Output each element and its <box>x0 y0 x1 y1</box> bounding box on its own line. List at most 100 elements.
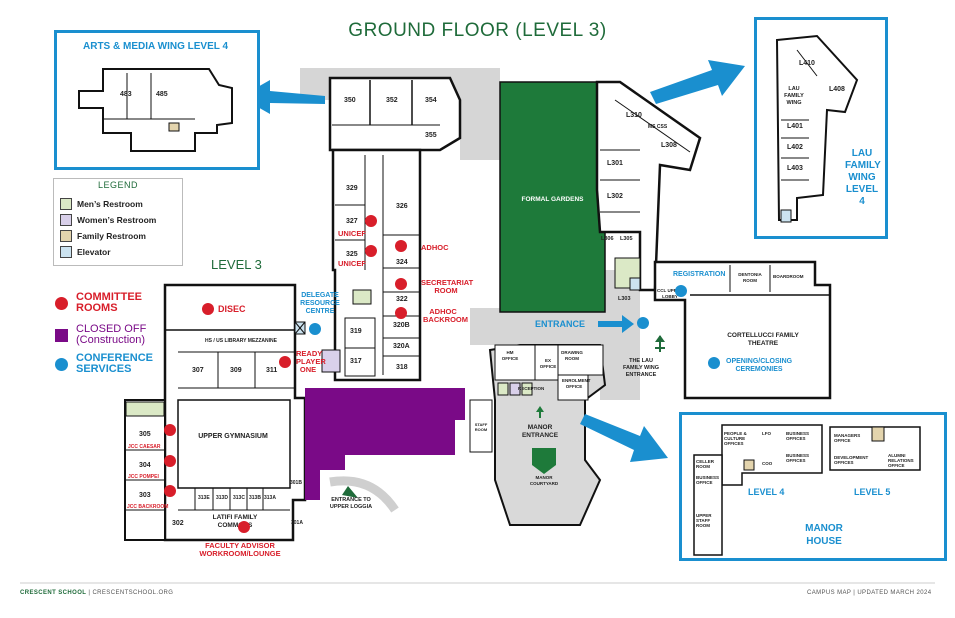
legend-family-label: Family Restroom <box>77 231 146 241</box>
room-329: 329 <box>346 185 358 192</box>
room-304: 304 <box>139 462 151 469</box>
legend-family: Family Restroom <box>60 230 146 242</box>
theatre-label: CORTELLUCCI FAMILY THEATRE <box>727 332 799 347</box>
faculty-advisor-pin <box>238 521 250 533</box>
room-l401: L401 <box>787 123 803 130</box>
jcc-backroom-label: JCC BACKROOM <box>127 504 169 510</box>
unicef-1-pin <box>365 215 377 227</box>
reception-label: RECEPTION <box>518 386 545 391</box>
ex-office-label: EX OFFICE <box>539 358 557 369</box>
legend-men-label: Men’s Restroom <box>77 199 143 209</box>
business-offices-label-2: BUSINESS OFFICES <box>786 453 810 463</box>
enrolment-office-label: ENROLMENT OFFICE <box>562 378 591 389</box>
conference-dot-icon <box>55 357 68 371</box>
legend-women: Women’s Restroom <box>60 214 156 226</box>
unicef-2-label: UNICEF <box>338 259 366 268</box>
key-closed: CLOSED OFF (Construction) <box>55 324 176 346</box>
family-restroom-swatch <box>60 230 72 242</box>
room-325: 325 <box>346 251 358 258</box>
boardroom-label: BOARDROOM <box>773 274 804 279</box>
arrow-to-manor-icon <box>580 414 668 462</box>
adhoc-label: ADHOC <box>421 243 449 252</box>
people-culture-label: PEOPLE & CULTURE OFFICES <box>724 431 747 446</box>
arrow-to-arts-wing-icon <box>240 80 325 114</box>
room-l305: L305 <box>620 236 633 242</box>
manor-house-inset: PEOPLE & CULTURE OFFICES LFO BUSINESS OF… <box>679 412 947 561</box>
arts-media-title: ARTS & MEDIA WING LEVEL 4 <box>83 41 229 52</box>
formal-gardens-area <box>499 81 606 313</box>
room-l306: L306 <box>601 236 614 242</box>
jcc-caesar-label: JCC CAESAR <box>128 444 161 450</box>
room-301b: 301B <box>290 480 302 486</box>
room-350: 350 <box>344 97 356 104</box>
entrance-pin <box>637 317 649 329</box>
room-311: 311 <box>266 367 278 374</box>
legend-men: Men’s Restroom <box>60 198 143 210</box>
celler-room-label: CELLER ROOM <box>696 459 714 469</box>
loggia-arrow-icon <box>342 486 358 498</box>
entrance-arrow-icon <box>598 315 634 333</box>
secretariat-pin <box>395 278 407 290</box>
lau-entrance-arrow-icon <box>655 335 665 342</box>
jcc-pompei-pin <box>164 455 176 467</box>
level-label: LEVEL 3 <box>211 257 262 272</box>
upper-staff-room-label: UPPER STAFF ROOM <box>696 513 712 528</box>
room-l402: L402 <box>787 144 803 151</box>
legend-elevator-label: Elevator <box>77 247 111 257</box>
unicef-1-label: UNICEF <box>338 229 366 238</box>
room-313e: 313E <box>198 495 210 501</box>
room-l310: L310 <box>626 112 642 119</box>
staff-room-label: STAFF ROOM <box>474 422 488 432</box>
jcc-pompei-label: JCC POMPEI <box>128 474 159 480</box>
coo-label: COO <box>762 461 773 466</box>
entrance-label: ENTRANCE <box>535 319 586 329</box>
business-office-label: BUSINESS OFFICE <box>696 475 720 485</box>
closed-off-zone <box>305 388 465 500</box>
arts-media-wing-inset: ARTS & MEDIA WING LEVEL 4 483 485 <box>54 30 260 170</box>
footer-url[interactable]: CRESCENTSCHOOL.ORG <box>92 590 174 596</box>
footer-left: CRESCENT SCHOOL | CRESCENTSCHOOL.ORG <box>20 590 174 596</box>
men-restroom-swatch <box>60 198 72 210</box>
secretariat-label: SECRETARIAT ROOM <box>421 278 474 295</box>
legend-women-label: Women’s Restroom <box>77 215 157 225</box>
room-319: 319 <box>350 328 362 335</box>
alumni-office-label: ALUMNI RELATIONS OFFICE <box>888 453 914 468</box>
adhoc-backroom-label: ADHOC BACKROOM <box>423 307 468 324</box>
women-restroom-swatch <box>60 214 72 226</box>
manor-level-4: LEVEL 4 <box>748 487 785 497</box>
room-313c: 313C <box>233 495 245 501</box>
arts-media-plan <box>78 68 233 152</box>
room-324: 324 <box>396 259 408 266</box>
room-l403: L403 <box>787 165 803 172</box>
room-303: 303 <box>139 492 151 499</box>
room-307: 307 <box>192 367 204 374</box>
manor-house-title: MANOR HOUSE <box>805 523 843 547</box>
north-block <box>328 76 462 152</box>
room-483: 483 <box>120 91 132 98</box>
adhoc-pin <box>395 240 407 252</box>
room-l408: L408 <box>829 86 845 93</box>
room-l302: L302 <box>607 193 623 200</box>
room-301a: 301A <box>291 520 303 526</box>
footer-updated: UPDATED MARCH 2024 <box>857 590 932 596</box>
delegate-resource-label: DELEGATE RESOURCE CENTRE <box>300 292 340 315</box>
page-title: GROUND FLOOR (LEVEL 3) <box>348 20 607 41</box>
room-l308: L308 <box>661 142 677 149</box>
room-305: 305 <box>139 431 151 438</box>
corridor-entrance <box>470 308 640 400</box>
arrow-up-icon <box>536 406 544 412</box>
lfo-label: LFO <box>762 431 771 436</box>
loggia-path <box>329 476 399 513</box>
room-317: 317 <box>350 358 362 365</box>
latifi-commons-label: LATIFI FAMILY COMMONS <box>212 514 258 529</box>
footer-map: CAMPUS MAP <box>807 590 852 596</box>
room-313d: 313D <box>216 495 228 501</box>
loggia-entrance-label: ENTRANCE TO UPPER LOGGIA <box>329 497 373 510</box>
room-320a: 320A <box>393 343 410 350</box>
theatre-block <box>653 260 832 400</box>
footer-brand: CRESCENT SCHOOL <box>20 590 87 596</box>
lau-family-wing-label: LAU FAMILY WING <box>784 86 804 106</box>
room-313b: 313B <box>249 495 261 501</box>
room-313a: 313A <box>264 495 276 501</box>
